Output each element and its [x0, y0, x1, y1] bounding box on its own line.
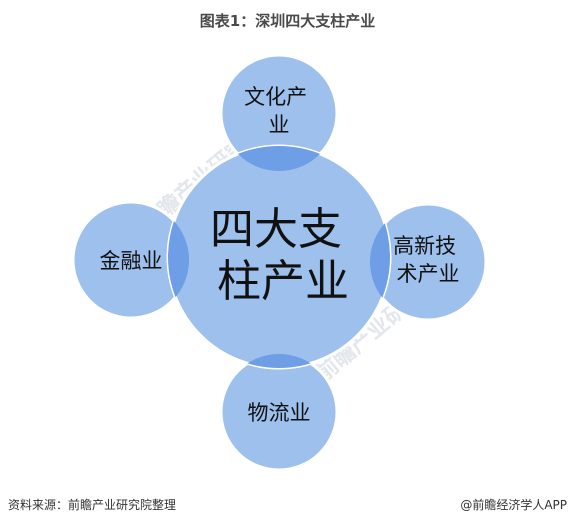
node-label-left-line-1: 金融业 — [100, 249, 163, 273]
center-label: 四大支 柱产业 — [210, 204, 356, 307]
node-label-right: 高新技 术产业 — [393, 234, 463, 286]
brand-credit: @前瞻经济学人APP — [460, 498, 567, 512]
page-title: 图表1：深圳四大支柱产业 — [199, 12, 376, 30]
node-label-top-line-2: 业 — [269, 113, 290, 137]
node-label-top-line-1: 文化产 — [244, 85, 307, 109]
node-label-left: 金融业 — [100, 249, 163, 273]
source-note: 资料来源：前瞻产业研究院整理 — [8, 498, 177, 512]
center-label-line-2: 柱产业 — [217, 256, 349, 307]
node-label-right-line-2: 术产业 — [397, 262, 460, 286]
node-label-bottom: 物流业 — [248, 401, 311, 425]
center-label-line-1: 四大支 — [210, 204, 342, 255]
node-label-right-line-1: 高新技 — [393, 234, 456, 258]
footer: 资料来源：前瞻产业研究院整理 @前瞻经济学人APP — [0, 496, 575, 514]
node-label-bottom-line-1: 物流业 — [248, 401, 311, 425]
node-label-top: 文化产 业 — [244, 85, 314, 137]
